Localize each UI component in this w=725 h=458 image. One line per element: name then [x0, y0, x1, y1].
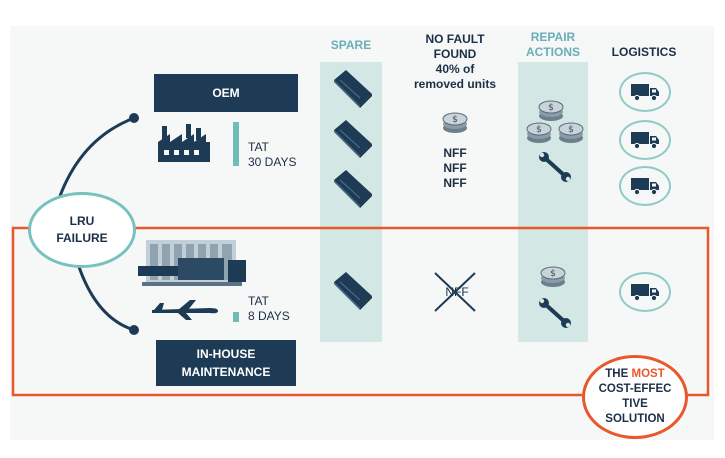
lower-branch-dot — [129, 325, 139, 335]
most-line3: TIVE — [622, 398, 648, 410]
nff-header: NO FAULT FOUND 40% of removed units — [405, 32, 505, 92]
upper-branch-dot — [129, 113, 139, 123]
inhouse-tat: TAT 8 DAYS — [248, 294, 290, 324]
spare-header: SPARE — [330, 38, 372, 52]
nff-header-line1: NO FAULT — [425, 32, 485, 46]
repair-header-line1: REPAIR — [530, 30, 576, 44]
logistics-header: LOGISTICS — [611, 45, 677, 59]
nff-header-line4: removed units — [413, 77, 497, 91]
truck-icon — [631, 178, 659, 196]
oem-tat-value: 30 DAYS — [248, 155, 297, 169]
upper-branch-line — [58, 116, 135, 197]
in-house-line2: MAINTENANCE — [181, 365, 271, 379]
truck-circle — [619, 120, 671, 160]
oem-tat-label: TAT — [248, 140, 269, 154]
coin-stack-icon: $ — [442, 112, 468, 133]
nff-item: NFF — [443, 161, 467, 175]
repair-header-line2: ACTIONS — [526, 45, 580, 59]
inhouse-tat-label: TAT — [248, 294, 269, 308]
coin-stack-icon: $ — [538, 100, 564, 121]
wrench-icon — [539, 298, 571, 328]
in-house-maintenance-box: IN-HOUSE MAINTENANCE — [156, 340, 296, 386]
most-line1-pre: THE — [605, 368, 632, 380]
oem-tat-bar — [233, 122, 239, 166]
inhouse-tat-value: 8 DAYS — [248, 309, 290, 323]
svg-text:$: $ — [536, 125, 542, 135]
orange-loop-right — [130, 226, 710, 397]
airplane-icon — [152, 300, 218, 320]
lru-line2: FAILURE — [56, 231, 108, 245]
svg-text:$: $ — [550, 269, 556, 279]
lru-box-icon — [334, 70, 372, 108]
truck-circle — [619, 272, 671, 312]
most-highlight: MOST — [631, 368, 665, 380]
nff-header-line2: FOUND — [433, 47, 477, 61]
oem-nff-list: NFF NFF NFF — [425, 146, 485, 191]
lru-box-icon — [334, 272, 372, 310]
svg-text:$: $ — [452, 115, 458, 125]
most-line4: SOLUTION — [605, 413, 665, 425]
wrench-icon — [539, 152, 571, 182]
factory-icon — [158, 124, 210, 162]
truck-circle — [619, 72, 671, 112]
coin-stack-icon: $ — [526, 122, 552, 143]
most-cost-effective-circle: THE MOST COST-EFFEC TIVE SOLUTION — [582, 355, 688, 439]
oem-tat: TAT 30 DAYS — [248, 140, 296, 170]
truck-icon — [631, 84, 659, 102]
svg-text:$: $ — [548, 103, 554, 113]
nff-item: NFF — [443, 176, 467, 190]
truck-circle — [619, 166, 671, 206]
lru-box-icon — [334, 170, 372, 208]
svg-text:$: $ — [568, 125, 574, 135]
lru-line1: LRU — [69, 214, 95, 228]
repair-header: REPAIR ACTIONS — [514, 30, 592, 60]
lru-box-icon — [334, 120, 372, 158]
coin-stack-icon: $ — [540, 266, 566, 287]
truck-icon — [631, 284, 659, 302]
nff-item: NFF — [443, 146, 467, 160]
in-house-line1: IN-HOUSE — [196, 347, 256, 361]
truck-icon — [631, 132, 659, 150]
oem-box: OEM — [154, 74, 298, 112]
most-line2: COST-EFFEC — [598, 383, 672, 395]
most-line1: THE MOST — [605, 367, 664, 382]
nff-header-line3: 40% of — [435, 62, 475, 76]
coin-stack-icon: $ — [558, 122, 584, 143]
workshop-equipment-icon — [138, 240, 246, 286]
inhouse-tat-bar — [233, 312, 239, 322]
orange-loop-left — [11, 226, 582, 397]
cross-out-icon — [434, 272, 476, 312]
lower-branch-line — [76, 263, 135, 332]
lru-failure-circle: LRU FAILURE — [28, 192, 136, 268]
